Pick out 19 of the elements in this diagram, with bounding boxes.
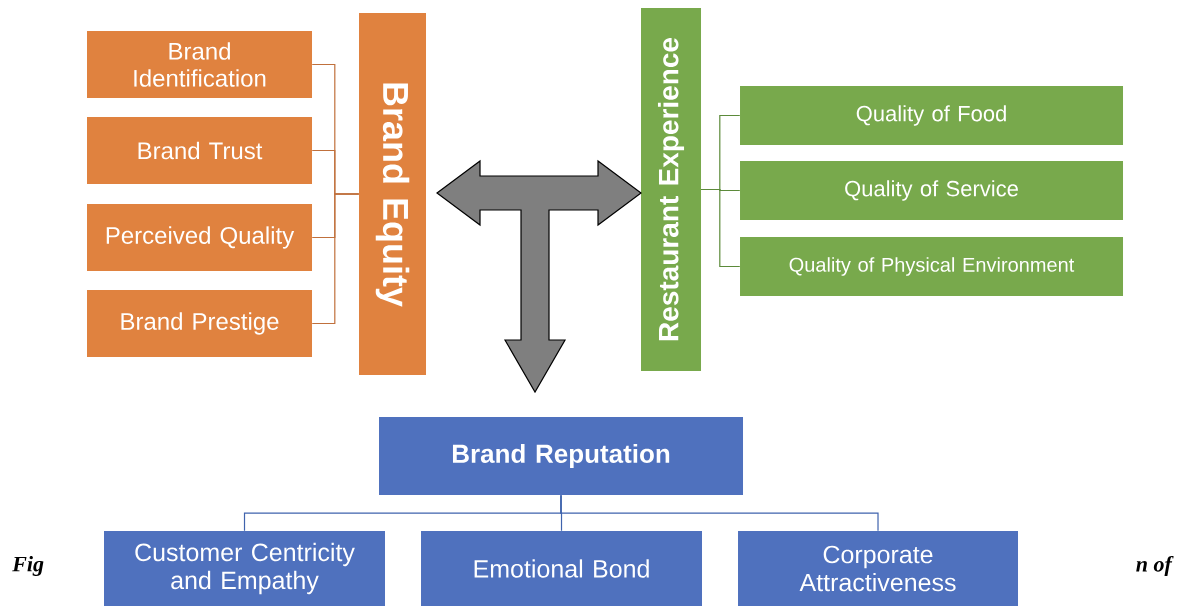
vertical-heading-box: Brand Equity	[359, 13, 426, 375]
factor-box: Quality of Food	[740, 86, 1123, 145]
connector-line	[700, 188, 741, 268]
t-shaped-arrow	[436, 159, 642, 394]
factor-box: Brand Identification	[87, 31, 312, 98]
connector-line	[311, 193, 360, 325]
factor-box: Quality of Service	[740, 161, 1123, 220]
caption-fragment: Fig	[12, 556, 44, 576]
factor-box: Brand Trust	[87, 117, 312, 184]
factor-box: Emotional Bond	[421, 531, 702, 606]
heading-box: Brand Reputation	[379, 417, 743, 495]
factor-box: Customer Centricity and Empathy	[104, 531, 385, 606]
connector-line	[560, 494, 879, 532]
factor-box: Perceived Quality	[87, 204, 312, 271]
factor-box: Quality of Physical Environment	[740, 237, 1123, 296]
caption-fragment: n of	[1136, 555, 1174, 577]
factor-box: Corporate Attractiveness	[738, 531, 1018, 606]
factor-box: Brand Prestige	[87, 290, 312, 357]
vertical-heading-box: Restaurant Experience	[641, 8, 701, 371]
